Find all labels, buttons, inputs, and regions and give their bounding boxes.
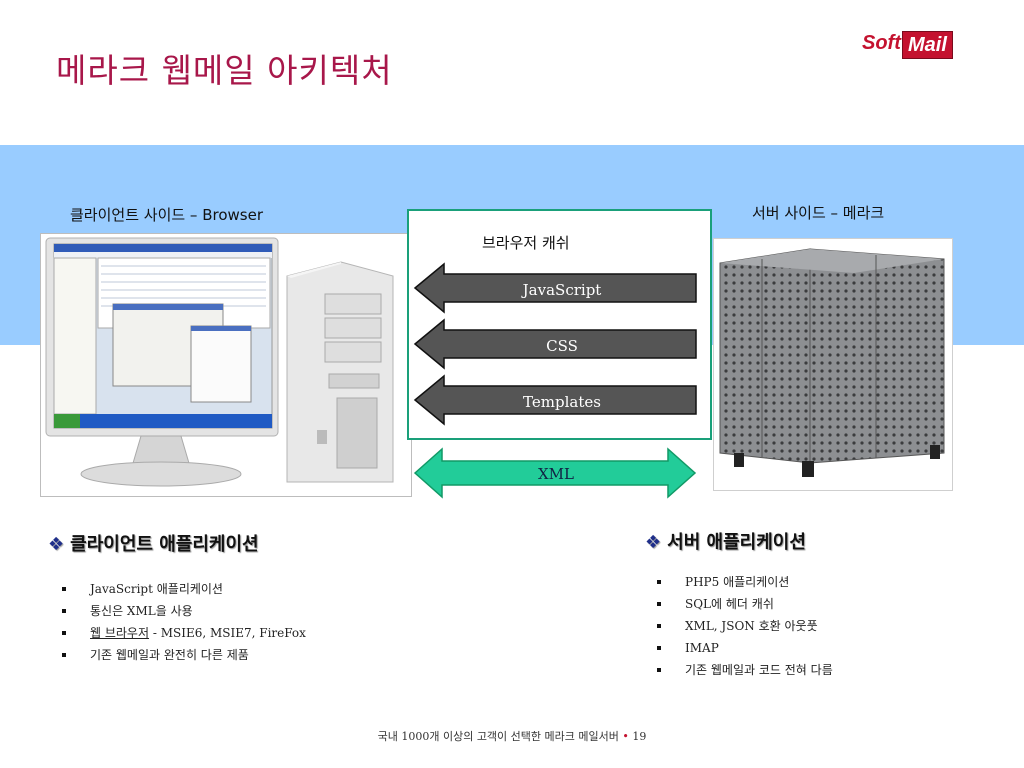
server-caption: 서버 사이드 – 메라크 [752,204,885,222]
bullet-text: 기존 웹메일과 완전히 다른 제품 [90,648,249,662]
client-bullet-list: JavaScript 애플리케이션 통신은 XML을 사용 웹 브라우저 - M… [60,578,306,666]
list-item: 기존 웹메일과 완전히 다른 제품 [60,644,306,666]
server-bullet-list: PHP5 애플리케이션 SQL에 헤더 캐쉬 XML, JSON 호환 아웃풋 … [655,571,833,681]
cache-title: 브라우저 캐쉬 [482,234,570,252]
client-computer-image [40,233,412,497]
bullet-text: XML, JSON 호환 아웃풋 [685,619,818,633]
list-item: 통신은 XML을 사용 [60,600,306,622]
xml-arrow [413,447,697,499]
arrows-diagram [413,262,697,499]
web-browser-link[interactable]: 웹 브라우저 [90,626,150,640]
client-caption: 클라이언트 사이드 – Browser [70,206,263,224]
footer-text: 국내 1000개 이상의 고객이 선택한 메라크 메일서버 [377,730,619,743]
bullet-text: 통신은 XML을 사용 [90,604,193,618]
list-item: PHP5 애플리케이션 [655,571,833,593]
bullet-text: PHP5 애플리케이션 [685,575,790,589]
server-section-heading: ❖서버 애플리케이션 [645,528,806,554]
css-arrow [413,318,697,370]
templates-arrow [413,374,697,426]
css-label: CSS [546,337,578,355]
computer-illustration-icon [45,237,394,487]
list-item: 기존 웹메일과 코드 전혀 다름 [655,659,833,681]
list-item: IMAP [655,637,833,659]
browser-list-text: - MSIE6, MSIE7, FireFox [149,626,306,640]
bullet-text: JavaScript 애플리케이션 [90,582,223,596]
footer-bullet: • [622,730,629,743]
server-heading-text: 서버 애플리케이션 [667,532,806,553]
logo-mail: Mail [902,31,953,59]
list-item: JavaScript 애플리케이션 [60,578,306,600]
slide-title: 메라크 웹메일 아키텍처 [56,51,393,90]
list-item: SQL에 헤더 캐쉬 [655,593,833,615]
softmail-logo: Soft Mail [862,30,958,60]
client-section-heading: ❖클라이언트 애플리케이션 [48,530,259,556]
page-number: 19 [632,730,647,743]
xml-label: XML [538,465,574,483]
logo-soft: Soft [862,32,901,54]
templates-label: Templates [523,393,601,411]
client-heading-text: 클라이언트 애플리케이션 [70,534,259,555]
server-image [713,238,953,491]
server-illustration-icon [719,248,945,477]
list-item: 웹 브라우저 - MSIE6, MSIE7, FireFox [60,622,306,644]
slide-footer: 국내 1000개 이상의 고객이 선택한 메라크 메일서버 • 19 [0,728,1024,744]
bullet-text: 기존 웹메일과 코드 전혀 다름 [685,663,833,677]
javascript-label: JavaScript [522,281,602,299]
bullet-text: IMAP [685,641,719,655]
bullet-text: SQL에 헤더 캐쉬 [685,597,774,611]
diamond-bullet-icon: ❖ [645,532,662,553]
diamond-bullet-icon: ❖ [48,534,65,555]
list-item: XML, JSON 호환 아웃풋 [655,615,833,637]
javascript-arrow [413,262,697,314]
